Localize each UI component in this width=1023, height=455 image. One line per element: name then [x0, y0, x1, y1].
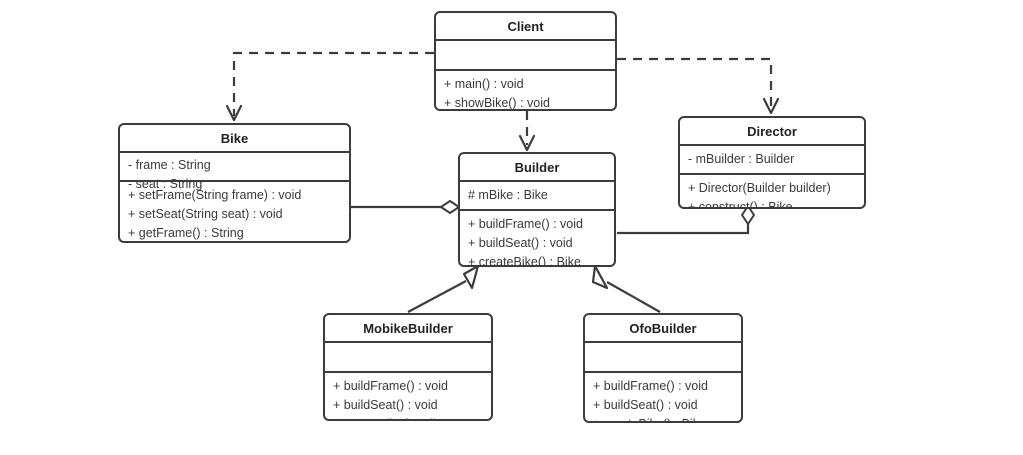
edge-client-to-builder[interactable] — [518, 111, 536, 152]
class-member-row: + createBike() : Bike — [333, 415, 484, 419]
class-member-row: + createBike() : Bike — [468, 255, 581, 267]
class-box-builder[interactable]: Builder # mBike : Bike + buildFrame() : … — [458, 152, 616, 267]
edge-mobikebuilder-extends-builder[interactable] — [407, 264, 480, 313]
class-member-row: + buildSeat() : void — [593, 398, 698, 412]
class-member-row: + construct() : Bike — [688, 200, 793, 209]
class-name-mobikebuilder: MobikeBuilder — [325, 315, 491, 343]
edge-client-to-director[interactable] — [617, 57, 780, 115]
class-member-row: - frame : String — [128, 158, 211, 172]
class-methods-director: + Director(Builder builder) + construct(… — [680, 175, 864, 209]
class-attributes-ofobuilder — [585, 343, 741, 373]
class-box-mobikebuilder[interactable]: MobikeBuilder + buildFrame() : void + bu… — [323, 313, 493, 421]
class-box-client[interactable]: Client + main() : void + showBike() : vo… — [434, 11, 617, 111]
class-name-bike: Bike — [120, 125, 349, 153]
class-attributes-builder: # mBike : Bike — [460, 182, 614, 211]
class-member-row: + setFrame(String frame) : void — [128, 188, 302, 202]
class-box-ofobuilder[interactable]: OfoBuilder + buildFrame() : void + build… — [583, 313, 743, 423]
class-member-row: + setSeat(String seat) : void — [128, 207, 283, 221]
class-methods-builder: + buildFrame() : void + buildSeat() : vo… — [460, 211, 614, 267]
class-name-builder: Builder — [460, 154, 614, 182]
class-box-director[interactable]: Director - mBuilder : Builder + Director… — [678, 116, 866, 209]
class-methods-bike: + setFrame(String frame) : void + setSea… — [120, 182, 349, 241]
class-name-director: Director — [680, 118, 864, 146]
class-member-row: # mBike : Bike — [468, 188, 548, 202]
class-member-row: + getFrame() : String — [128, 226, 244, 240]
edge-client-to-bike[interactable] — [225, 51, 434, 122]
class-member-row: + buildFrame() : void — [468, 217, 583, 231]
class-name-client: Client — [436, 13, 615, 41]
class-member-row: + main() : void — [444, 77, 524, 91]
class-member-row: + showBike() : void — [444, 96, 550, 110]
class-attributes-director: - mBuilder : Builder — [680, 146, 864, 175]
class-member-row: + buildSeat() : void — [333, 398, 438, 412]
class-member-row: + Director(Builder builder) — [688, 181, 831, 195]
class-member-row: + buildFrame() : void — [593, 379, 708, 393]
class-name-ofobuilder: OfoBuilder — [585, 315, 741, 343]
class-attributes-bike: - frame : String - seat : String — [120, 153, 349, 191]
class-member-row: - seat : String — [128, 177, 203, 191]
class-attributes-client — [436, 41, 615, 71]
class-methods-mobikebuilder: + buildFrame() : void + buildSeat() : vo… — [325, 373, 491, 419]
edge-director-aggregates-builder[interactable] — [617, 205, 755, 235]
class-member-row: - mBuilder : Builder — [688, 152, 795, 166]
class-member-row: + buildFrame() : void — [333, 379, 448, 393]
class-member-row: + createBike() : Bike — [593, 415, 734, 421]
class-member-row: + buildSeat() : void — [468, 236, 573, 250]
class-methods-client: + main() : void + showBike() : void — [436, 71, 615, 110]
edge-builder-aggregates-bike[interactable] — [351, 200, 460, 214]
class-attributes-mobikebuilder — [325, 343, 491, 373]
class-methods-ofobuilder: + buildFrame() : void + buildSeat() : vo… — [585, 373, 741, 421]
class-box-bike[interactable]: Bike - frame : String - seat : String + … — [118, 123, 351, 243]
edge-ofobuilder-extends-builder[interactable] — [591, 264, 661, 313]
